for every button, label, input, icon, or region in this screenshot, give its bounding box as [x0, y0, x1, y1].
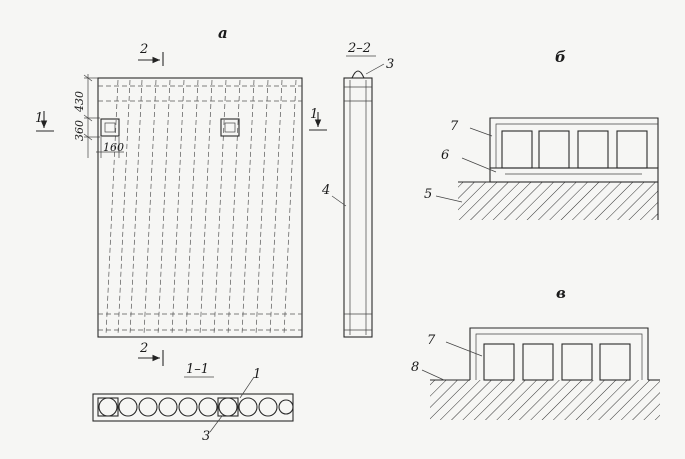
scheme-b-view: б 7 6 5: [424, 48, 659, 220]
section-2-2-title: 2–2: [347, 41, 371, 56]
label-5: 5: [424, 187, 432, 202]
section-1-1-view: 1–1 1 3: [92, 362, 294, 444]
svg-text:2: 2: [139, 42, 148, 57]
section-2-2-view: 2–2 3 4: [321, 41, 394, 338]
scheme-v-view: в 7 8: [411, 284, 660, 420]
panel-front-view: а: [35, 24, 327, 366]
casing-v: [469, 327, 649, 380]
label-7-b: 7: [450, 119, 459, 134]
view-b-title: б: [555, 48, 566, 66]
label-6: 6: [441, 148, 449, 163]
label-1: 1: [253, 367, 261, 382]
reinforcement-lines: [105, 79, 297, 336]
base-slab: [489, 167, 659, 183]
lifting-loop-profile: [351, 70, 365, 79]
cut-marker-2-bottom: 2: [138, 341, 164, 366]
section-1-1-title: 1–1: [186, 362, 209, 377]
lifting-loop-right: [220, 118, 240, 137]
section-1-1-outline: [92, 393, 294, 422]
view-a-title: а: [218, 24, 228, 42]
section-2-2-outline: [343, 77, 373, 338]
cut-marker-2-top: 2: [138, 42, 164, 66]
lifting-loop-left: [100, 118, 120, 137]
view-v-title: в: [556, 284, 566, 302]
svg-text:1: 1: [35, 111, 43, 126]
hollow-cores: [97, 397, 294, 417]
label-4: 4: [321, 183, 330, 198]
svg-text:2: 2: [139, 341, 148, 356]
dim-360: 360: [73, 120, 86, 141]
dimension-lines: [83, 74, 124, 158]
ground-hatching-b: [458, 182, 658, 220]
cut-marker-1-left: 1: [35, 111, 54, 132]
dim-430: 430: [73, 91, 86, 113]
panel-outline: [97, 77, 303, 338]
label-3-section: 3: [386, 57, 394, 72]
label-3-bottom: 3: [202, 429, 210, 444]
svg-text:1: 1: [310, 107, 318, 122]
casing-b: [489, 117, 659, 168]
dim-160: 160: [103, 141, 124, 154]
cut-marker-1-right: 1: [309, 107, 327, 131]
label-7-v: 7: [427, 333, 436, 348]
label-8: 8: [411, 360, 419, 375]
ground-hatching-v: [430, 380, 660, 420]
